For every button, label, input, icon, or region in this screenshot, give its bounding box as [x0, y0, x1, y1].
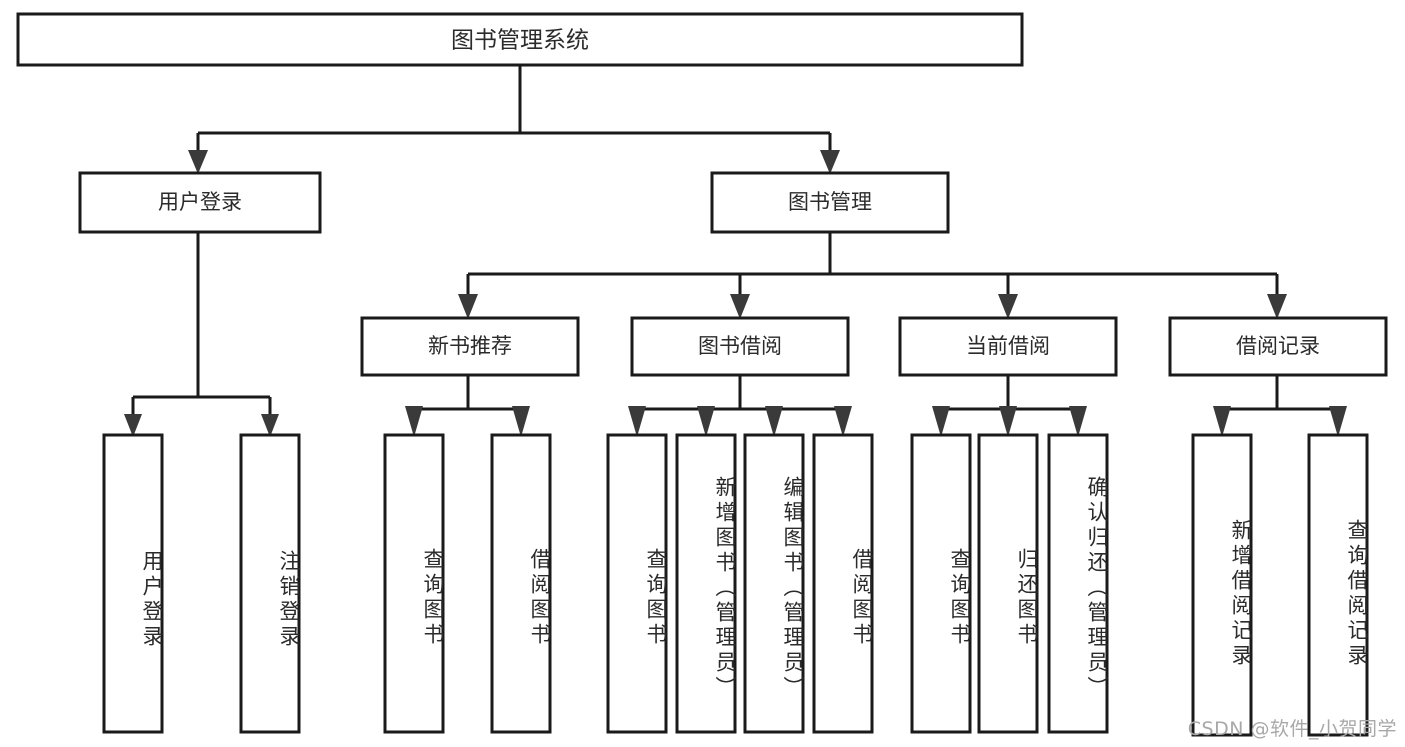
arrowhead-layer	[124, 150, 1347, 437]
arrow-icon	[124, 414, 142, 437]
arrow-icon	[1213, 406, 1231, 437]
leaf-node-add-book-admin[interactable]	[675, 433, 737, 734]
leaf-node-confirm-return-admin[interactable]	[1047, 433, 1109, 734]
leaf-node-user-login-action[interactable]	[102, 433, 164, 734]
arrow-icon	[261, 414, 279, 437]
connector-root-to-level2	[196, 65, 832, 156]
arrow-icon	[1069, 406, 1087, 437]
arrow-icon	[188, 150, 208, 174]
arrow-icon	[998, 294, 1018, 319]
node-label-user-login: 用户登录	[158, 190, 242, 214]
leaf-node-add-borrow-record[interactable]	[1191, 433, 1253, 737]
connector-layer	[131, 65, 1340, 424]
leaf-node-edit-book-admin[interactable]	[743, 433, 805, 734]
arrow-icon	[1329, 406, 1347, 437]
leaf-node-borrow-book-2[interactable]	[812, 433, 874, 734]
leaf-node-logout[interactable]	[239, 433, 301, 734]
leaf-node-return-book[interactable]	[977, 433, 1039, 734]
arrow-icon	[1267, 294, 1287, 319]
leaf-node-query-book-2[interactable]	[606, 433, 668, 734]
arrow-icon	[932, 406, 950, 437]
arrow-icon	[697, 406, 715, 437]
connector-bookmgmt-to-level3	[466, 232, 1279, 300]
connector-record-to-leaves	[1220, 375, 1340, 424]
arrow-icon	[999, 406, 1017, 437]
arrow-icon	[834, 406, 852, 437]
leaf-node-query-book-1[interactable]	[383, 433, 445, 734]
node-new-book-recommend[interactable]: 新书推荐	[360, 316, 580, 377]
arrow-icon	[405, 406, 423, 437]
connector-newbook-to-leaves	[412, 375, 523, 424]
node-borrow-record[interactable]: 借阅记录	[1168, 316, 1388, 377]
arrow-icon	[820, 150, 840, 174]
leaf-node-borrow-book-1[interactable]	[490, 433, 552, 734]
connector-borrow-to-leaves	[635, 375, 845, 424]
leaf-node-query-borrow-record[interactable]	[1307, 433, 1369, 737]
node-label-book-borrow: 图书借阅	[698, 334, 782, 358]
node-root-book-management-system[interactable]: 图书管理系统	[16, 12, 1024, 67]
node-label-borrow-record: 借阅记录	[1236, 334, 1320, 358]
connector-userlogin-to-leaves	[131, 232, 272, 418]
leaf-node-query-book-3[interactable]	[910, 433, 972, 734]
node-label-new-book-recommend: 新书推荐	[428, 334, 512, 358]
node-book-management[interactable]: 图书管理	[710, 171, 950, 234]
node-label-current-borrow: 当前借阅	[966, 334, 1050, 358]
arrow-icon	[765, 406, 783, 437]
node-user-login[interactable]: 用户登录	[78, 171, 322, 234]
arrow-icon	[628, 406, 646, 437]
node-label-root: 图书管理系统	[451, 28, 589, 54]
node-label-book-management: 图书管理	[788, 190, 872, 214]
node-book-borrow[interactable]: 图书借阅	[630, 316, 850, 377]
node-current-borrow[interactable]: 当前借阅	[898, 316, 1118, 377]
arrow-icon	[730, 294, 750, 319]
arrow-icon	[512, 406, 530, 437]
arrow-icon	[458, 294, 478, 319]
